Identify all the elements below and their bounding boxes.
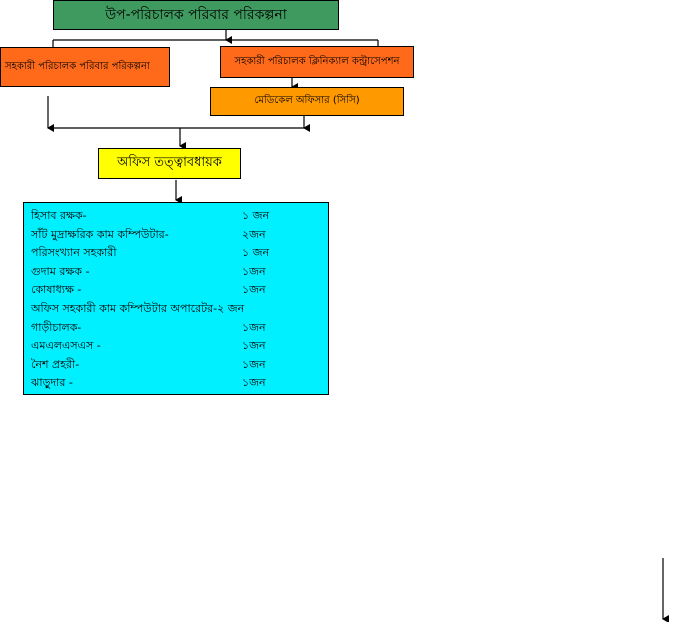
staff-count: ১ জন <box>242 209 270 222</box>
staff-row: সাঁট মুদ্রাক্ষরিক কাম কম্পিউটার- ২জন <box>31 226 328 245</box>
assistant-director-family-planning-box: সহকারী পরিচালক পরিবার পরিকল্পনা <box>0 47 170 87</box>
staff-row: এমএলএসএস - ১জন <box>31 337 328 356</box>
staff-count: ১জন <box>242 264 266 278</box>
staff-count: ১জন <box>242 339 266 353</box>
staff-count: ১জন <box>242 320 266 334</box>
assistant-director-clinical-contraception-box: সহকারী পরিচালক ক্লিনিক্যাল কন্ট্রাসেপশন <box>220 46 414 78</box>
staff-row: গাড়ীচালক- ১জন <box>31 319 328 338</box>
staff-row: ঝাড়ুদার - ১জন <box>31 374 328 393</box>
staff-row: নৈশ প্রহরী- ১জন <box>31 356 328 375</box>
deputy-director-label: উপ-পরিচালক পরিবার পরিকল্পনা <box>105 7 287 23</box>
staff-row: গুদাম রক্ষক - ১জন <box>31 263 328 282</box>
staff-role: সাঁট মুদ্রাক্ষরিক কাম কম্পিউটার- <box>31 227 169 241</box>
staff-role: পরিসংখ্যান সহকারী <box>31 246 117 260</box>
staff-role: অফিস সহকারী কাম কম্পিউটার অপারেটর-২ জন <box>31 301 245 315</box>
deputy-director-box: উপ-পরিচালক পরিবার পরিকল্পনা <box>53 0 339 30</box>
staff-count: ১জন <box>242 357 266 371</box>
medical-officer-box: মেডিকেল অফিসার (সিসি) <box>210 87 404 116</box>
staff-role: ঝাড়ুদার - <box>31 376 73 390</box>
office-supervisor-label: অফিস তত্ত্বাবধায়ক <box>117 155 222 170</box>
staff-role: নৈশ প্রহরী- <box>31 357 80 371</box>
staff-role: এমএলএসএস - <box>31 339 101 353</box>
staff-role: হিসাব রক্ষক- <box>31 209 87 222</box>
office-supervisor-box: অফিস তত্ত্বাবধায়ক <box>98 148 241 179</box>
staff-role: গুদাম রক্ষক - <box>31 264 90 278</box>
staff-row: পরিসংখ্যান সহকারী ১ জন <box>31 244 328 263</box>
staff-row: হিসাব রক্ষক- ১ জন <box>31 207 328 226</box>
staff-role: গাড়ীচালক- <box>31 320 82 334</box>
staff-count: ১জন <box>242 283 266 297</box>
staff-count: ১ জন <box>242 246 270 260</box>
staff-count: ২জন <box>242 227 266 241</box>
staff-row: কোষাধ্যক্ষ - ১জন <box>31 281 328 300</box>
assistant-director-clinical-contraception-label: সহকারী পরিচালক ক্লিনিক্যাল কন্ট্রাসেপশন <box>234 55 400 67</box>
medical-officer-label: মেডিকেল অফিসার (সিসি) <box>254 95 360 106</box>
staff-count: ১জন <box>242 376 266 390</box>
staff-role: কোষাধ্যক্ষ - <box>31 283 82 297</box>
assistant-director-family-planning-label: সহকারী পরিচালক পরিবার পরিকল্পনা <box>5 60 150 72</box>
staff-row: অফিস সহকারী কাম কম্পিউটার অপারেটর-২ জন <box>31 300 328 319</box>
